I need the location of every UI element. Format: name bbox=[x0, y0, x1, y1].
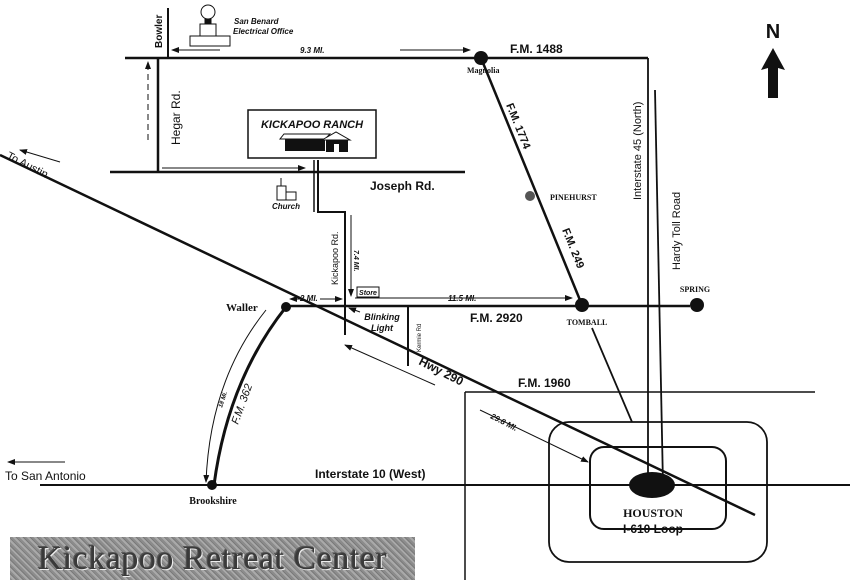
town-markers bbox=[207, 51, 704, 498]
road-hardy bbox=[654, 89, 664, 486]
store-box bbox=[356, 286, 380, 298]
label-joseph: Joseph Rd. bbox=[370, 179, 435, 193]
waller-marker bbox=[281, 302, 291, 312]
electrical-office-label-1: San Benard bbox=[234, 17, 280, 26]
distance-kickapoo: 7.4 MI. bbox=[352, 250, 359, 271]
title: Kickapoo Retreat Center bbox=[37, 539, 388, 577]
brookshire-marker bbox=[207, 480, 217, 490]
label-tomball: TOMBALL bbox=[567, 318, 608, 327]
distance-waller-kickapoo: 2 MI. bbox=[299, 294, 318, 303]
route-arrow-fm362 bbox=[203, 309, 267, 483]
pinehurst-marker bbox=[525, 191, 535, 201]
title-banner: Kickapoo Retreat Center bbox=[10, 537, 415, 580]
beltway-loop bbox=[548, 421, 768, 563]
houston-marker bbox=[629, 472, 675, 498]
label-hegar: Hegar Rd. bbox=[169, 90, 183, 145]
label-magnolia: Magnolia bbox=[467, 66, 499, 75]
distance-store-tomball: 11.5 MI. bbox=[448, 294, 476, 303]
north-arrow-icon: N bbox=[761, 21, 785, 98]
label-spring: SPRING bbox=[680, 285, 710, 294]
tomball-marker bbox=[575, 298, 589, 312]
label-houston: HOUSTON bbox=[623, 506, 683, 520]
electrical-office-icon bbox=[189, 4, 231, 47]
label-hwy290: Hwy 290 bbox=[417, 354, 466, 388]
label-fm249: F.M. 249 bbox=[559, 227, 586, 271]
label-kermie: Kermie Rd bbox=[417, 324, 423, 352]
church-label: Church bbox=[272, 202, 300, 211]
distance-bowler-magnolia: 9.3 MI. bbox=[300, 46, 324, 55]
label-fm1960: F.M. 1960 bbox=[518, 376, 571, 390]
blinking-light-pointer bbox=[348, 307, 361, 314]
road-kickapoo bbox=[317, 160, 346, 335]
ranch-house-icon bbox=[278, 131, 352, 152]
label-fm1488: F.M. 1488 bbox=[510, 42, 563, 56]
road-fm362 bbox=[212, 306, 288, 486]
ranch-label: KICKAPOO RANCH bbox=[261, 119, 364, 131]
label-hardy: Hardy Toll Road bbox=[671, 192, 683, 270]
church-icon bbox=[276, 178, 297, 201]
label-fm2920: F.M. 2920 bbox=[470, 311, 523, 325]
label-kickapoo: Kickapoo Rd. bbox=[330, 231, 340, 285]
magnolia-marker bbox=[474, 51, 488, 65]
road-fm1774-249 bbox=[479, 57, 584, 306]
svg-text:N: N bbox=[766, 21, 780, 43]
route-arrow-290-back bbox=[344, 344, 436, 386]
label-brookshire: Brookshire bbox=[189, 496, 237, 507]
label-i45: Interstate 45 (North) bbox=[632, 102, 644, 200]
label-i610-loop: I-610 Loop bbox=[623, 522, 683, 536]
label-fm1774: F.M. 1774 bbox=[503, 102, 533, 152]
distance-hwy290: 29.8 MI. bbox=[488, 411, 519, 433]
route-arrow-290 bbox=[479, 409, 589, 463]
arrow-to-austin bbox=[19, 149, 61, 163]
road-tomball-houston bbox=[591, 327, 633, 423]
distance-fm362: 18 Mi. bbox=[218, 391, 229, 409]
label-to-austin: To Austin bbox=[5, 150, 50, 181]
roads bbox=[0, 8, 850, 580]
blinking-light-label-1: Blinking bbox=[364, 312, 400, 322]
store-label: Store bbox=[359, 290, 377, 297]
electrical-office-label-2: Electrical Office bbox=[233, 27, 294, 36]
spring-marker bbox=[690, 298, 704, 312]
blinking-light-label-2: Light bbox=[371, 323, 394, 333]
label-pinehurst: PINEHURST bbox=[550, 193, 597, 202]
label-waller: Waller bbox=[226, 302, 258, 314]
label-to-san-antonio: To San Antonio bbox=[5, 469, 86, 483]
label-i10: Interstate 10 (West) bbox=[315, 467, 425, 481]
label-bowler: Bowler bbox=[154, 15, 165, 48]
i610-loop bbox=[589, 446, 727, 530]
road-hwy290 bbox=[0, 153, 756, 517]
